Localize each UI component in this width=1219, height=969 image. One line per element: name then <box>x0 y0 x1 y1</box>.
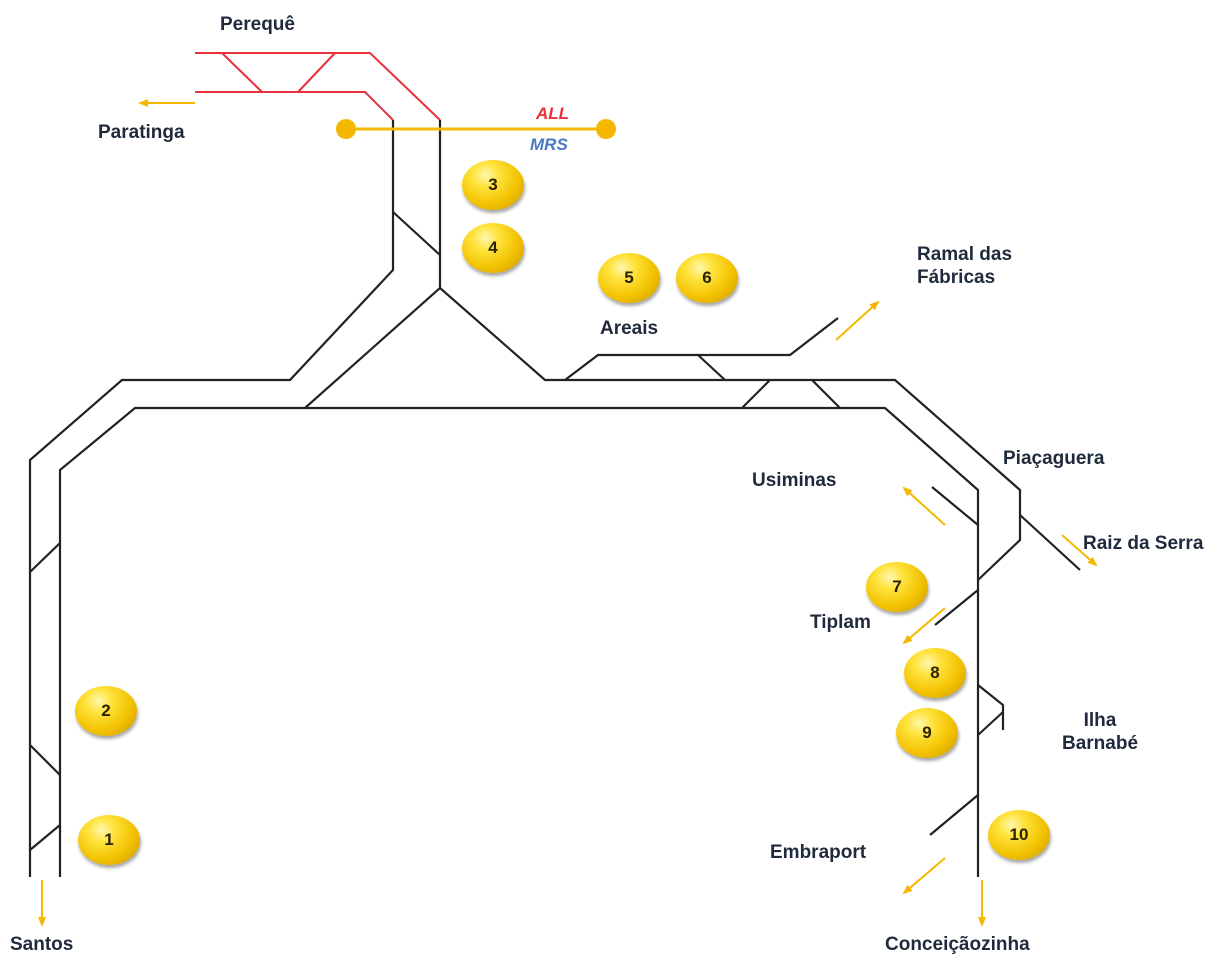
location-badge: 4 <box>462 223 524 273</box>
mrs-tracks <box>28 120 1081 877</box>
arrow-tiplam <box>902 607 946 645</box>
arrow-embraport <box>902 857 946 895</box>
location-badge: 10 <box>988 810 1050 860</box>
label-areais: Areais <box>600 318 659 339</box>
label-santos: Santos <box>10 934 74 955</box>
location-badge: 5 <box>598 253 660 303</box>
location-badge: 7 <box>866 562 928 612</box>
legend-mrs: MRS <box>530 135 568 154</box>
label-usiminas: Usiminas <box>752 470 837 491</box>
location-badge: 9 <box>896 708 958 758</box>
label-pereque: Perequê <box>220 14 295 35</box>
arrow-ramal <box>835 300 880 341</box>
label-paratinga: Paratinga <box>98 122 185 143</box>
label-ramal-das-fabricas: Ramal das Fábricas <box>917 244 1013 288</box>
location-badge: 8 <box>904 648 966 698</box>
label-ilha-barnabe: Ilha Barnabé <box>1061 710 1139 754</box>
label-raiz-da-serra: Raiz da Serra <box>1083 533 1204 554</box>
all-tracks <box>195 52 441 121</box>
location-badge: 2 <box>75 686 137 736</box>
arrow-usiminas <box>902 486 946 526</box>
label-tiplam: Tiplam <box>810 612 871 633</box>
location-badge: 1 <box>78 815 140 865</box>
legend-all: ALL <box>536 104 570 123</box>
label-embraport: Embraport <box>770 842 867 863</box>
arrow-raiz <box>1061 534 1098 567</box>
label-conceicaozinha: Conceiçãozinha <box>885 934 1030 955</box>
direction-arrows <box>38 99 1098 927</box>
label-piacaguera: Piaçaguera <box>1003 448 1105 469</box>
operator-boundary <box>336 119 616 139</box>
location-badge: 6 <box>676 253 738 303</box>
location-badge: 3 <box>462 160 524 210</box>
